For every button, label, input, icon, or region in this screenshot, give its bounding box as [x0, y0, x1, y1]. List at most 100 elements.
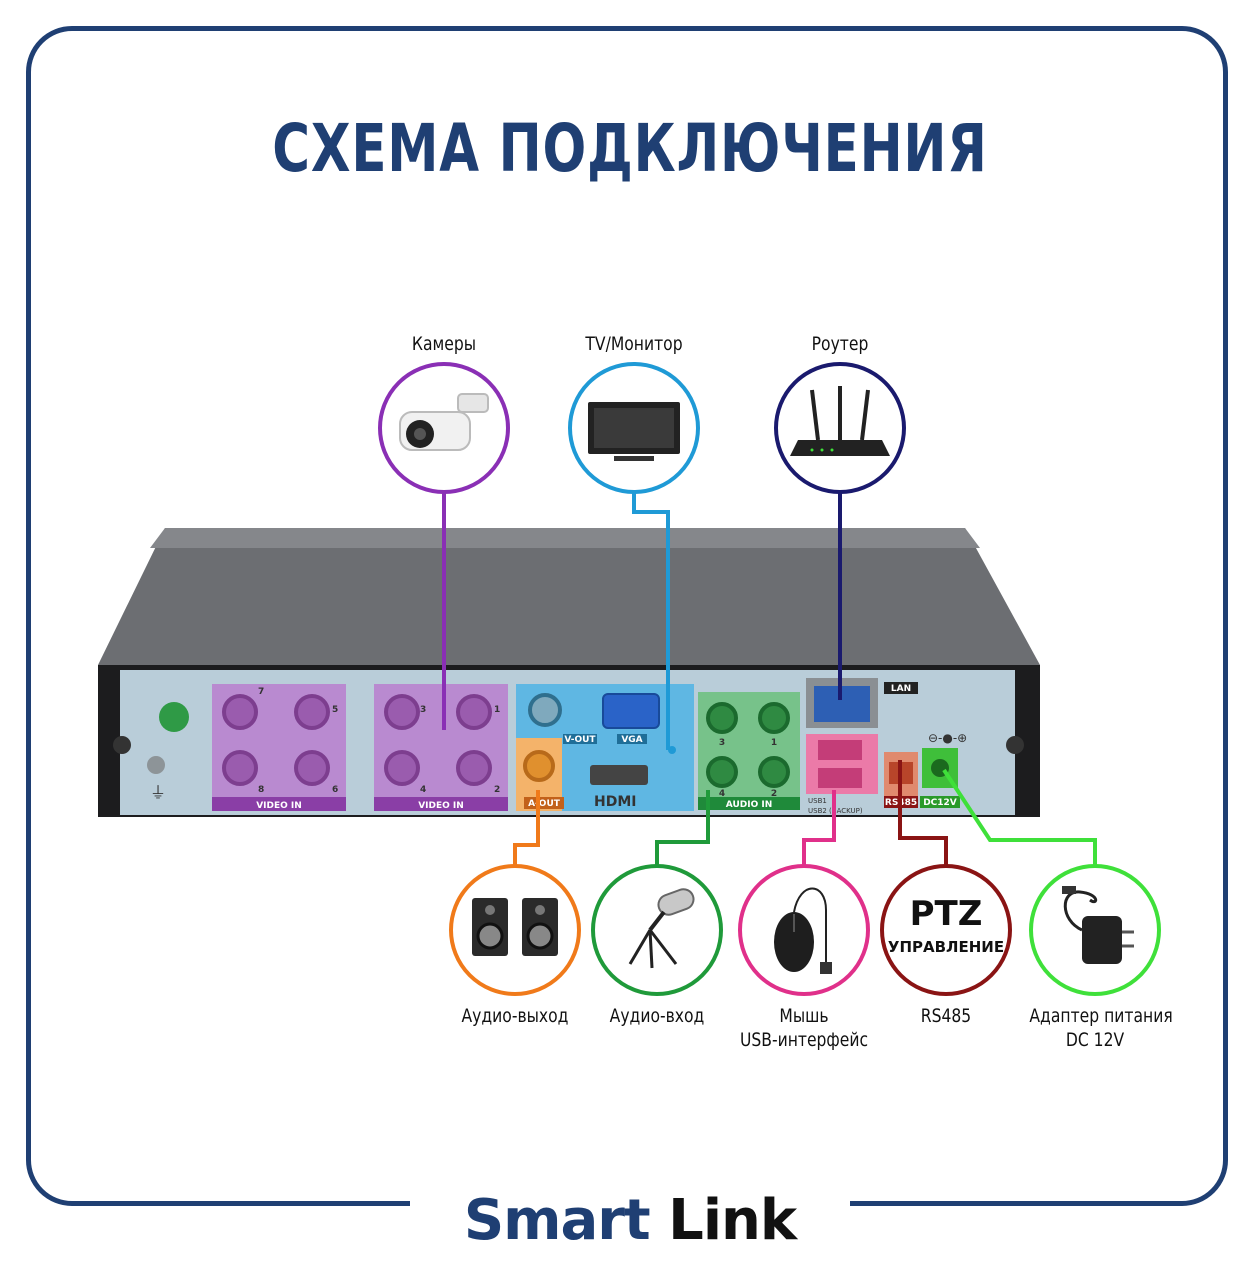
audio-channel-label: 4 [719, 789, 725, 799]
channel-label: 5 [332, 705, 338, 715]
screw-right [1006, 736, 1024, 754]
page-title: СХЕМА ПОДКЛЮЧЕНИЯ [272, 110, 988, 187]
mouse-icon [774, 887, 832, 974]
brand-logo: Smart Link [0, 1188, 1260, 1253]
usb1-label: USB1 [808, 797, 827, 805]
bnc-port [222, 694, 258, 730]
vga-band [617, 734, 647, 744]
video-in-band-right [374, 797, 508, 811]
bnc-port [384, 750, 420, 786]
mouse-label-line1: Мышь [779, 1005, 829, 1027]
channel-label: 3 [420, 705, 426, 715]
microphone-circle [591, 864, 723, 996]
ptz-title: PTZ [910, 894, 983, 934]
usb-port [818, 740, 862, 760]
audio-in-band [698, 797, 800, 810]
hdmi-port [590, 765, 648, 785]
vga-label: VGA [621, 735, 642, 745]
mouse-device [738, 864, 870, 996]
microphone-icon [628, 888, 695, 969]
brand-word-1: Smart [463, 1188, 651, 1253]
audio-out-label: Аудио-выход [461, 1005, 569, 1027]
power-adapter-device [1029, 864, 1161, 996]
speaker-circle [449, 864, 581, 996]
tv-device [568, 362, 700, 494]
v-out-label: V-OUT [564, 735, 596, 745]
channel-label: 2 [494, 785, 500, 795]
router-device [774, 362, 906, 494]
fan-vent [159, 702, 189, 732]
hdmi-label: HDMI [594, 794, 636, 810]
mouse-label-line2: USB-интерфейс [739, 1029, 869, 1051]
bnc-port [294, 750, 330, 786]
ground-screw [147, 756, 165, 774]
audio-rca [706, 756, 738, 788]
audio-channel-label: 2 [771, 789, 777, 799]
audio-in-line [655, 790, 710, 866]
dvr-top-highlight [150, 528, 980, 548]
dvr-top-panel [98, 528, 1040, 665]
mouse-line [802, 790, 836, 866]
rs485-label: RS485 [920, 1005, 972, 1027]
audio-rca [758, 756, 790, 788]
camera-device [378, 362, 510, 494]
tv-label: TV/Монитор [585, 333, 683, 355]
v-out-bnc [528, 693, 562, 727]
bnc-port [222, 750, 258, 786]
frame-gap [410, 1192, 850, 1222]
channel-label: 6 [332, 785, 338, 795]
a-out-label: A-OUT [528, 799, 561, 809]
tv-line [632, 492, 670, 750]
power-line [942, 768, 1097, 866]
a-out-band [524, 797, 564, 809]
camera-icon [399, 393, 489, 451]
ptz-device: PTZ УПРАВЛЕНИЕ [880, 864, 1012, 996]
power-label-line2: DC 12V [1065, 1029, 1125, 1051]
brand-word-2: Link [668, 1188, 797, 1253]
video-in-label-left: VIDEO IN [256, 801, 302, 811]
vga-port [602, 693, 660, 729]
speaker-icon [472, 898, 558, 956]
bnc-port [456, 694, 492, 730]
channel-label: 1 [494, 705, 500, 715]
bnc-port [294, 694, 330, 730]
dvr-device: ⏚ 7 5 8 6 VIDEO IN 3 1 4 2 VIDEO IN V-OU… [98, 528, 1040, 817]
power-label-line1: Адаптер питания [1029, 1005, 1173, 1027]
audio-rca [706, 702, 738, 734]
audio-channel-label: 1 [771, 738, 777, 748]
audio-out-line [513, 790, 540, 866]
audio-channel-label: 3 [719, 738, 725, 748]
audio-in-label-text: Аудио-вход [609, 1005, 705, 1027]
speaker-device [449, 864, 581, 996]
video-in-band-left [212, 797, 346, 811]
ground-icon: ⏚ [150, 784, 166, 802]
polarity-icon: ⊖-●-⊕ [928, 731, 967, 745]
channel-label: 8 [258, 785, 264, 795]
audio-in-label: AUDIO IN [726, 800, 772, 810]
bnc-port [456, 750, 492, 786]
channel-label: 7 [258, 687, 264, 697]
microphone-device [591, 864, 723, 996]
a-out-rca [523, 750, 555, 782]
lan-label: LAN [891, 684, 911, 694]
v-out-band [563, 734, 597, 744]
video-in-label-right: VIDEO IN [418, 801, 464, 811]
audio-rca [758, 702, 790, 734]
screw-left [113, 736, 131, 754]
camera-label: Камеры [411, 333, 477, 355]
connection-lines [442, 492, 1097, 866]
lan-band [884, 682, 918, 694]
bnc-port [384, 694, 420, 730]
channel-label: 4 [420, 785, 426, 795]
power-adapter-icon [1062, 886, 1134, 964]
dc12v-band [920, 796, 960, 808]
router-icon [790, 386, 890, 456]
router-label: Роутер [811, 333, 869, 355]
ptz-subtitle: УПРАВЛЕНИЕ [888, 938, 1004, 956]
tv-icon [588, 402, 680, 461]
usb-port [818, 768, 862, 788]
rs485-line [898, 760, 948, 866]
ptz-circle [880, 864, 1012, 996]
dc12v-label: DC12V [923, 798, 957, 808]
